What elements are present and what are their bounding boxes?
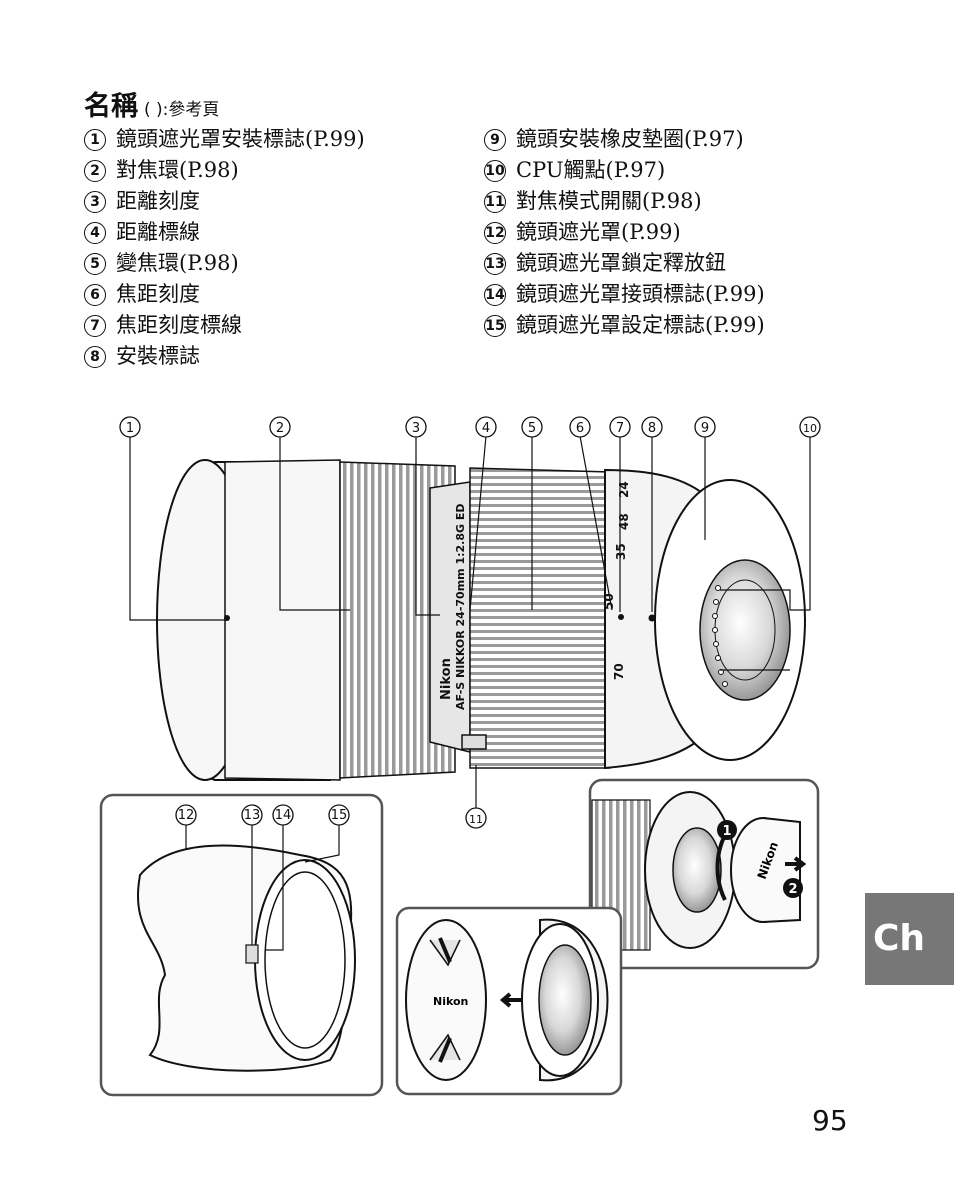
list-item: 2 對焦環(P.98): [84, 155, 365, 186]
item-label: 鏡頭遮光罩(P.99): [516, 220, 681, 244]
focus-mode-switch: [461, 734, 487, 750]
callout-2: 2: [276, 421, 284, 436]
callout-5: 5: [528, 421, 536, 436]
list-item: 9 鏡頭安裝橡皮墊圈(P.97): [484, 124, 765, 155]
item-number: 13: [484, 253, 506, 275]
list-item: 8 安裝標誌: [84, 341, 365, 372]
callout-6: 6: [576, 421, 584, 436]
item-number: 9: [484, 129, 506, 151]
item-label: 距離標線: [116, 220, 200, 244]
lens-model: AF-S NIKKOR 24-70mm 1:2.8G ED: [454, 504, 467, 711]
item-label: 焦距刻度標線: [116, 313, 242, 337]
callout-12: 12: [178, 808, 195, 823]
callouts-main: [119, 416, 821, 829]
front-cap-panel: Nikon: [395, 906, 623, 1096]
list-item: 1 鏡頭遮光罩安裝標誌(P.99): [84, 124, 365, 155]
item-number: 2: [84, 160, 106, 182]
focal-mark: 24: [617, 481, 631, 498]
lens-hood-panel: 12 13 14 15: [99, 793, 384, 1097]
focal-mark: 70: [612, 663, 626, 680]
item-label: 對焦環(P.98): [116, 158, 239, 182]
lens-body: [156, 459, 806, 781]
list-item: 13 鏡頭遮光罩鎖定釋放鈕: [484, 248, 765, 279]
callout-9: 9: [701, 421, 709, 436]
callout-4: 4: [482, 421, 490, 436]
list-item: 6 焦距刻度: [84, 279, 365, 310]
list-item: 12 鏡頭遮光罩(P.99): [484, 217, 765, 248]
title-note: ( ):參考頁: [144, 100, 220, 120]
item-number: 4: [84, 222, 106, 244]
item-label: 鏡頭遮光罩鎖定釋放鈕: [516, 251, 726, 275]
item-number: 12: [484, 222, 506, 244]
item-number: 14: [484, 284, 506, 306]
callout-11: 11: [469, 813, 483, 826]
front-cap-brand: Nikon: [433, 995, 468, 1008]
title-main: 名稱: [84, 91, 138, 122]
item-number: 3: [84, 191, 106, 213]
leader-lines: [129, 435, 811, 808]
rear-cap-panel: Nikon 1 2: [588, 778, 820, 970]
item-number: 11: [484, 191, 506, 213]
callout-1: 1: [126, 421, 134, 436]
step-1: 1: [722, 824, 731, 839]
focal-mark: 35: [614, 543, 628, 560]
step-2: 2: [788, 882, 797, 897]
callout-14: 14: [275, 808, 292, 823]
item-number: 6: [84, 284, 106, 306]
parts-list-right: 9 鏡頭安裝橡皮墊圈(P.97) 10 CPU觸點(P.97) 11 對焦模式開關(P…: [484, 124, 765, 341]
item-number: 15: [484, 315, 506, 337]
list-item: 10 CPU觸點(P.97): [484, 155, 765, 186]
item-number: 8: [84, 346, 106, 368]
list-item: 5 變焦環(P.98): [84, 248, 365, 279]
list-item: 4 距離標線: [84, 217, 365, 248]
callout-3: 3: [412, 421, 420, 436]
list-item: 3 距離刻度: [84, 186, 365, 217]
item-label: 距離刻度: [116, 189, 200, 213]
callout-15: 15: [331, 808, 348, 823]
item-label: 鏡頭遮光罩安裝標誌(P.99): [116, 127, 365, 151]
list-item: 7 焦距刻度標線: [84, 310, 365, 341]
callout-10: 10: [803, 422, 817, 435]
callout-8: 8: [648, 421, 656, 436]
item-label: 鏡頭安裝橡皮墊圈(P.97): [516, 127, 744, 151]
callout-13: 13: [244, 808, 261, 823]
item-number: 7: [84, 315, 106, 337]
lens-brand: Nikon: [439, 658, 454, 700]
page-number: 95: [812, 1104, 848, 1137]
focal-mark: 48: [617, 513, 631, 530]
item-label: 焦距刻度: [116, 282, 200, 306]
section-title: 名稱 ( ):參考頁: [84, 84, 219, 123]
list-item: 14 鏡頭遮光罩接頭標誌(P.99): [484, 279, 765, 310]
chapter-tab: Ch: [865, 893, 954, 985]
list-item: 15 鏡頭遮光罩設定標誌(P.99): [484, 310, 765, 341]
list-item: 11 對焦模式開關(P.98): [484, 186, 765, 217]
item-label: 鏡頭遮光罩設定標誌(P.99): [516, 313, 765, 337]
item-label: 鏡頭遮光罩接頭標誌(P.99): [516, 282, 765, 306]
item-number: 1: [84, 129, 106, 151]
item-label: 安裝標誌: [116, 344, 200, 368]
item-number: 10: [484, 160, 506, 182]
focal-mark: 50: [602, 593, 616, 610]
item-label: 對焦模式開關(P.98): [516, 189, 702, 213]
item-label: 變焦環(P.98): [116, 251, 239, 275]
item-number: 5: [84, 253, 106, 275]
item-label: CPU觸點(P.97): [516, 158, 666, 182]
callout-7: 7: [616, 421, 624, 436]
